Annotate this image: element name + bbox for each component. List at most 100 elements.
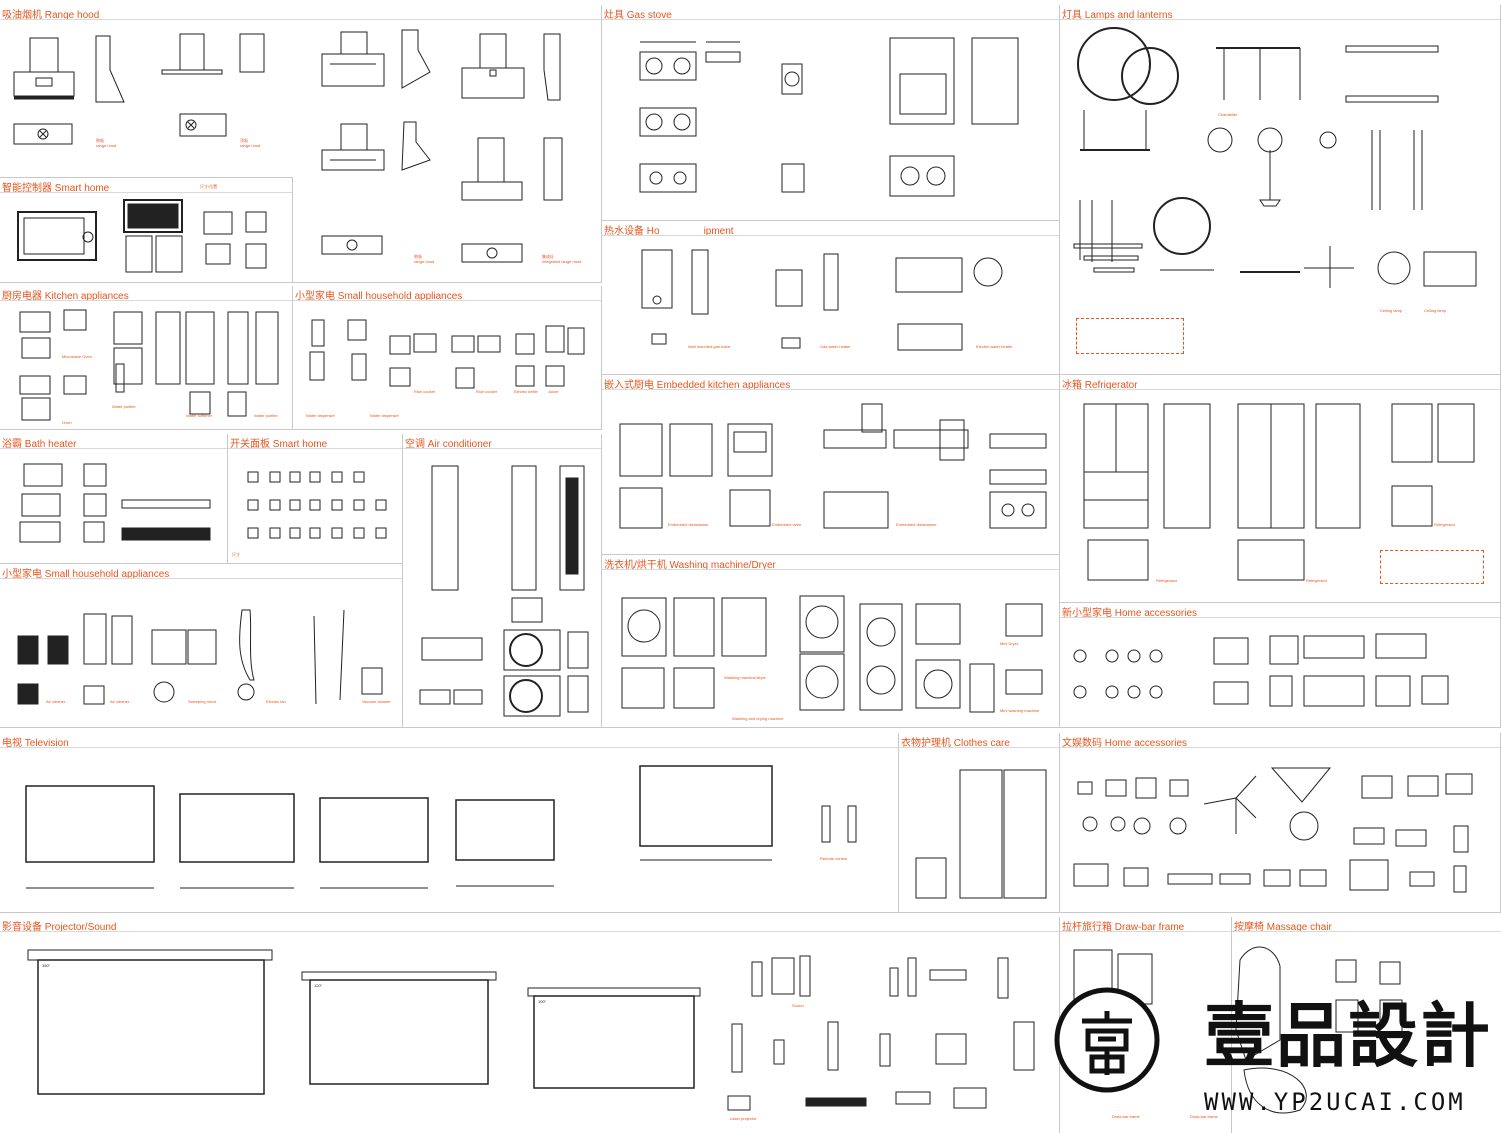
- item-label: Electric water heater: [976, 344, 1013, 349]
- panel-television: 电视 Television: [0, 733, 899, 913]
- section-title-part: 热水设备 Ho: [604, 226, 660, 237]
- item-label: Remote control: [820, 856, 848, 861]
- item-label: Sound: [792, 1003, 804, 1008]
- panel-hot-water: 热水设备 Ho ipment: [602, 221, 1060, 375]
- switch-note: 尺寸: [232, 552, 240, 557]
- fridge-note-box: [1380, 550, 1484, 584]
- section-title: 影音设备 Projector/Sound: [2, 922, 117, 933]
- screen-size-label: 120": [314, 983, 323, 988]
- item-label: Water dispenser: [370, 413, 399, 418]
- clothes-care-drawings: [915, 769, 1047, 899]
- section-title: 空调 Air conditioner: [405, 439, 492, 450]
- item-label: Ceiling lamp: [1424, 308, 1447, 313]
- item-label: Embedded dishwasher: [896, 522, 937, 527]
- item-label: range hood: [414, 259, 435, 264]
- item-label: Water purifier: [254, 413, 278, 418]
- section-title: 灶具 Gas stove: [604, 10, 672, 21]
- home-accessories-1-drawings: [1073, 633, 1449, 707]
- item-label: 侧吸: [414, 254, 422, 259]
- panel-small-household-2: 小型家电 Small household appliances: [0, 564, 403, 728]
- item-label: Washing and drying machine: [732, 716, 784, 721]
- item-label: Draw-bar frame: [1190, 1114, 1218, 1119]
- item-label: Gas water heater: [820, 344, 851, 349]
- item-label: Draw-bar frame: [1112, 1114, 1140, 1119]
- section-title: 吸油烟机 Range hood: [2, 10, 100, 21]
- hot-water-drawings: [641, 249, 1003, 351]
- item-label: Water dispenser: [306, 413, 335, 418]
- item-label: range hood: [96, 143, 117, 148]
- item-label: 顶吸: [240, 138, 248, 143]
- item-label: Embedded oven: [772, 522, 802, 527]
- item-label: Washing machine/dryer: [724, 675, 766, 680]
- item-label: Refrigerator: [1306, 578, 1328, 583]
- section-title: 拉杆旅行箱 Draw-bar frame: [1062, 922, 1185, 933]
- section-title: 嵌入式厨电 Embedded kitchen appliances: [604, 380, 791, 391]
- panel-embedded-kitchen: 嵌入式厨电 Embedded kitchen appliances: [602, 375, 1060, 555]
- panel-air-conditioner: 空调 Air conditioner: [403, 434, 602, 728]
- section-title: 衣物护理机 Clothes care: [901, 738, 1010, 749]
- panel-drawbar: 拉杆旅行箱 Draw-bar frame: [1060, 917, 1232, 1133]
- projector-drawings: [27, 949, 1035, 1111]
- panel-smart-home: 智能控制器 Smart home: [0, 177, 293, 283]
- section-title: 厨房电器 Kitchen appliances: [2, 291, 129, 302]
- washing-drawings: [621, 595, 1043, 713]
- item-label: Integrated range hood: [542, 259, 582, 264]
- brand-name: 壹品設計: [1204, 995, 1492, 1077]
- section-title: 按摩椅 Massage chair: [1234, 922, 1332, 933]
- panel-clothes-care: 衣物护理机 Clothes care: [899, 733, 1060, 913]
- item-label: Refrigerator: [1156, 578, 1178, 583]
- section-title: 小型家电 Small household appliances: [2, 569, 170, 580]
- kitchen-appliance-drawings: [19, 309, 279, 421]
- range-hood-drawings: [13, 29, 563, 263]
- item-label: Water softener: [186, 413, 213, 418]
- smart-home-drawings: [17, 199, 267, 273]
- section-title: 热水设备 Ho ipment: [604, 222, 734, 237]
- section-title: 电视 Television: [2, 738, 69, 749]
- section-title: 浴霸 Bath heater: [2, 439, 77, 450]
- panel-washing: 洗衣机/烘干机 Washing machine/Dryer: [602, 555, 1060, 728]
- item-label: Electric fan: [266, 699, 286, 704]
- small-household-1-drawings: [309, 319, 585, 389]
- item-label: Water purifier: [112, 404, 136, 409]
- item-label: Wall mounted gas boiler: [688, 344, 731, 349]
- item-label: Oven: [62, 420, 72, 425]
- embedded-kitchen-drawings: [619, 403, 1047, 529]
- small-household-2-drawings: [17, 609, 383, 705]
- item-label: Refrigerator: [1434, 522, 1456, 527]
- item-label: Air cleaner: [110, 699, 130, 704]
- section-title: 灯具 Lamps and lanterns: [1062, 10, 1173, 21]
- item-label: 集成灶: [542, 254, 554, 259]
- section-title: 冰箱 Refrigerator: [1062, 380, 1138, 391]
- section-title: 小型家电 Small household appliances: [295, 291, 463, 302]
- item-label: Laser projector: [730, 1116, 757, 1121]
- item-label: Chandelier: [1218, 112, 1238, 117]
- item-label: Ceiling lamp: [1380, 308, 1403, 313]
- panel-gas-stove: 灶具 Gas stove: [602, 5, 1060, 221]
- screen-size-label: 150": [42, 963, 51, 968]
- item-label: Sweeping robot: [188, 699, 216, 704]
- panel-small-household-1: 小型家电 Small household appliances: [293, 286, 602, 430]
- panel-massage: 按摩椅 Massage chair: [1232, 917, 1501, 1133]
- item-label: Juicer: [548, 389, 559, 394]
- brand-url: WWW.YP2UCAI.COM: [1204, 1088, 1466, 1116]
- panel-switch: 开关面板 Smart home: [228, 434, 403, 564]
- item-label: Rice cooker: [414, 389, 436, 394]
- item-label: Microwave Oven: [62, 354, 92, 359]
- television-drawings: [25, 765, 857, 889]
- section-title-part: ipment: [703, 226, 734, 237]
- section-title: 新小型家电 Home accessories: [1062, 608, 1198, 619]
- lamp-note-box: [1076, 318, 1184, 354]
- panel-bath-heater: 浴霸 Bath heater: [0, 434, 228, 564]
- home-accessories-2-drawings: [1073, 767, 1473, 893]
- lamp-drawings: [1073, 27, 1477, 288]
- smart-home-note: 尺寸/位置: [200, 184, 218, 189]
- refrigerator-drawings: [1083, 403, 1475, 581]
- item-label: Mini washing machine: [1000, 708, 1040, 713]
- item-label: Rice cooker: [476, 389, 498, 394]
- screen-size-label: 100": [538, 999, 547, 1004]
- section-title: 开关面板 Smart home: [230, 439, 328, 450]
- air-conditioner-drawings: [419, 465, 589, 717]
- item-label: range hood: [240, 143, 261, 148]
- panel-kitchen-appliances: 厨房电器 Kitchen appliances: [0, 286, 293, 430]
